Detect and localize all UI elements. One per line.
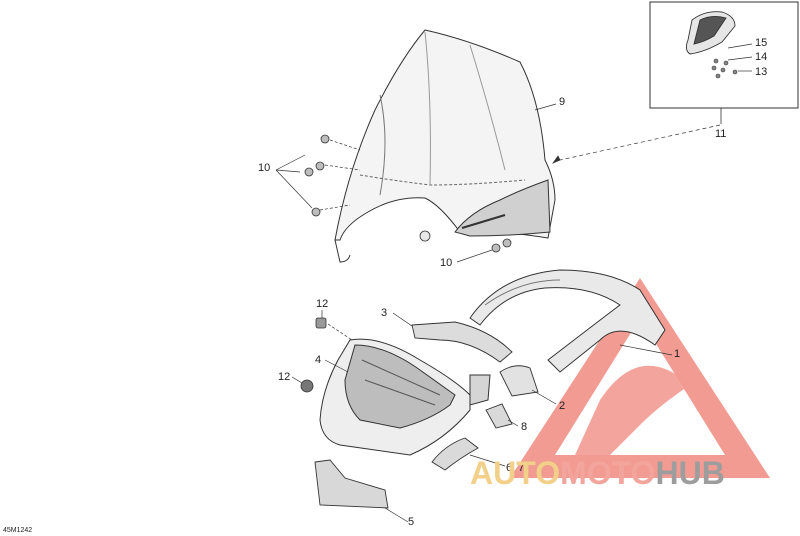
callout-14: 14 [755,51,768,63]
part-9-windshield [334,29,556,263]
small-hardware [711,58,738,79]
grommet-leaders [291,310,353,384]
part-10-screws [304,134,512,253]
windshield-leaders [534,103,721,164]
drawing-code: 45M1242 [3,527,33,534]
callout-4: 4 [315,354,322,366]
watermark-hub: HUB [655,455,725,491]
watermark-text: AUTOMOTOHUB [470,456,725,490]
part-2-bracket [499,365,539,397]
callout-2: 2 [559,400,566,412]
screw-leaders [275,139,493,263]
callout-12-upper: 12 [316,298,329,310]
part-15-housing [685,11,736,55]
callout-3: 3 [381,307,388,319]
callout-6-7: 6, 7 [506,462,525,474]
part-12-grommets [300,317,327,393]
callout-10-upper: 10 [258,162,271,174]
part-3-panel [411,321,513,363]
callout-5: 5 [408,516,415,528]
callout-13: 13 [755,66,768,78]
callout-8: 8 [521,421,528,433]
callout-15: 15 [755,37,768,49]
inset-leaders [727,43,753,72]
part-1-trim [469,269,666,373]
part-6-7-pad [431,437,479,471]
callout-9: 9 [559,96,566,108]
watermark-moto: MOTO [560,455,656,491]
callout-10-lower: 10 [440,257,453,269]
callout-11: 11 [715,128,727,140]
watermark-auto: AUTO [470,455,561,491]
part-5-lower-panel [314,459,389,509]
part-8-pad [485,403,513,429]
part-4-front-fascia [319,338,491,456]
callout-12-lower: 12 [278,371,291,383]
inset-box [649,1,799,109]
callout-1: 1 [674,348,681,360]
